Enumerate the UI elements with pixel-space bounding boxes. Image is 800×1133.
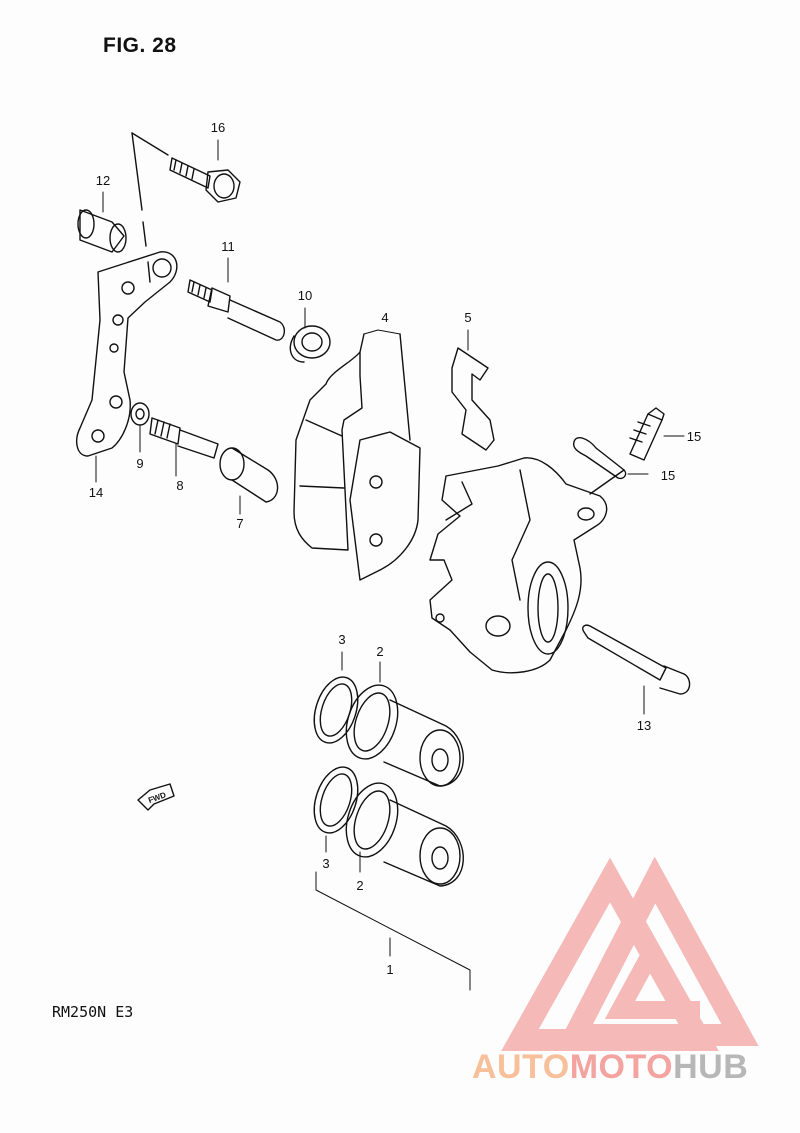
- bleeder-14: [629, 407, 665, 461]
- callout-14: 15: [687, 429, 701, 444]
- watermark-part-moto: MOTO: [569, 1048, 674, 1086]
- boot-6: [219, 447, 279, 503]
- bracket-13: [76, 251, 178, 457]
- callout-12: 13: [637, 718, 651, 733]
- caliper-body: [429, 457, 608, 674]
- collar-11: [77, 209, 127, 253]
- callout-16: 16: [211, 120, 225, 135]
- callout-2-lower: 2: [356, 878, 363, 893]
- pin-12: [581, 624, 691, 695]
- callout-6: 7: [236, 516, 243, 531]
- model-code: RM250N E3: [52, 1003, 134, 1021]
- callout-4: 4: [381, 310, 388, 325]
- bolt-16: [169, 157, 241, 203]
- watermark-part-hub: HUB: [673, 1048, 749, 1086]
- watermark-part-auto: AUTO: [472, 1048, 570, 1086]
- callout-3-lower: 3: [322, 856, 329, 871]
- watermark-text: AUTOMOTOHUB: [472, 1048, 748, 1087]
- callout-3-upper: 3: [338, 632, 345, 647]
- callout-9: 10: [298, 288, 312, 303]
- callout-5: 5: [464, 310, 471, 325]
- callout-1: 1: [386, 962, 393, 977]
- callout-15: 15: [661, 468, 675, 483]
- pin-7: [149, 417, 219, 459]
- watermark-logo: [501, 856, 759, 1051]
- callout-10: 11: [221, 239, 235, 254]
- pad-spring-5: [451, 347, 495, 451]
- callout-11: 12: [96, 173, 110, 188]
- callout-7: 8: [176, 478, 183, 493]
- piston-set-upper: [313, 676, 464, 787]
- callout-2-upper: 2: [376, 644, 383, 659]
- callout-13: 14: [89, 485, 103, 500]
- washer-8: [130, 402, 150, 426]
- piston-set-lower: [313, 766, 464, 887]
- boot-9: [289, 325, 331, 363]
- pin-10: [187, 279, 286, 341]
- brake-pads-4: [293, 333, 421, 581]
- callout-8: 9: [136, 456, 143, 471]
- figure-title: FIG. 28: [103, 34, 177, 57]
- fwd-arrow-badge: [137, 783, 175, 811]
- bleeder-cap-15: [572, 437, 627, 495]
